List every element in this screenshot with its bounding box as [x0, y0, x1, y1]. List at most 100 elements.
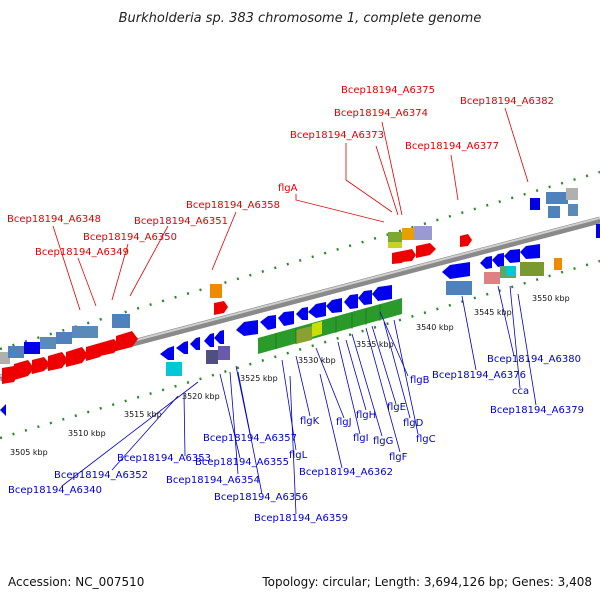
gene-glyph[interactable]: [530, 198, 540, 210]
gene-arrow[interactable]: [204, 333, 214, 347]
gene-label[interactable]: Bcep18194_A6373: [290, 130, 384, 141]
gene-arrow[interactable]: [308, 302, 326, 318]
gene-label[interactable]: flgL: [289, 450, 308, 461]
gene-label[interactable]: Bcep18194_A6356: [214, 492, 308, 503]
gene-label[interactable]: flgD: [403, 418, 424, 429]
gene-glyph[interactable]: [520, 262, 544, 276]
gene-arrow[interactable]: [190, 337, 200, 350]
gene-label[interactable]: flgJ: [336, 417, 352, 428]
gene-arrow[interactable]: [460, 234, 472, 247]
gene-glyph[interactable]: [484, 272, 500, 284]
gene-label[interactable]: Bcep18194_A6353: [117, 453, 211, 464]
gene-arrow[interactable]: [48, 352, 68, 371]
gene-glyph[interactable]: [0, 352, 10, 364]
gene-label[interactable]: Bcep18194_A6380: [487, 354, 581, 365]
gene-glyph[interactable]: [546, 192, 568, 204]
gene-arrow[interactable]: [100, 339, 120, 356]
gene-arrow[interactable]: [492, 253, 504, 267]
gene-glyph[interactable]: [402, 228, 414, 240]
red-arrows[interactable]: [2, 234, 472, 384]
gene-label[interactable]: flgI: [353, 433, 369, 444]
gene-label[interactable]: Bcep18194_A6351: [134, 216, 228, 227]
gene-label[interactable]: Bcep18194_A6355: [195, 457, 289, 468]
gene-arrow[interactable]: [504, 249, 520, 263]
accession-text: Accession: NC_007510: [8, 575, 144, 589]
gene-arrow[interactable]: [260, 315, 276, 330]
gene-glyph[interactable]: [312, 321, 322, 337]
gene-glyph[interactable]: [72, 326, 98, 338]
gene-label[interactable]: flgB: [410, 375, 430, 386]
gene-glyph[interactable]: [446, 281, 472, 295]
gene-glyph[interactable]: [24, 342, 40, 354]
gene-arrow[interactable]: [358, 290, 372, 305]
gene-glyph[interactable]: [388, 242, 402, 248]
gene-glyph[interactable]: [296, 326, 312, 344]
gene-glyph[interactable]: [40, 337, 56, 349]
gene-arrow[interactable]: [14, 360, 34, 380]
gene-arrow[interactable]: [416, 243, 436, 258]
gene-arrow[interactable]: [32, 357, 50, 374]
scale-label: 3545 kbp: [474, 308, 512, 317]
gene-arrow[interactable]: [402, 249, 416, 262]
gene-arrow[interactable]: [0, 404, 6, 416]
gene-arrow[interactable]: [116, 331, 138, 351]
gene-glyph[interactable]: [210, 284, 222, 298]
gene-label[interactable]: Bcep18194_A6377: [405, 141, 499, 152]
gene-glyph[interactable]: [206, 350, 218, 364]
gene-label[interactable]: Bcep18194_A6359: [254, 513, 348, 524]
gene-arrow[interactable]: [214, 330, 224, 344]
gene-label[interactable]: flgH: [356, 410, 376, 421]
gene-label[interactable]: Bcep18194_A6362: [299, 467, 393, 478]
gene-glyph[interactable]: [414, 226, 432, 240]
gene-label[interactable]: Bcep18194_A6349: [35, 247, 129, 258]
gene-glyph[interactable]: [218, 346, 230, 360]
gene-glyph[interactable]: [554, 258, 562, 270]
gene-arrow[interactable]: [372, 285, 392, 301]
gene-glyph[interactable]: [112, 314, 130, 328]
gene-arrow[interactable]: [344, 294, 358, 309]
gene-glyph[interactable]: [8, 346, 24, 358]
gene-glyph[interactable]: [566, 188, 578, 200]
gene-label[interactable]: flgA: [278, 183, 298, 194]
gene-arrow[interactable]: [176, 341, 188, 354]
gene-arrow[interactable]: [278, 311, 294, 326]
gene-glyph[interactable]: [596, 224, 600, 238]
gene-glyph[interactable]: [166, 362, 182, 376]
gene-label[interactable]: flgG: [373, 436, 393, 447]
gene-arrow[interactable]: [160, 346, 174, 360]
gene-label[interactable]: Bcep18194_A6348: [7, 214, 101, 225]
gene-label[interactable]: Bcep18194_A6379: [490, 405, 584, 416]
genes-reverse[interactable]: [166, 258, 562, 376]
gene-glyph[interactable]: [56, 332, 72, 344]
gene-label[interactable]: Bcep18194_A6350: [83, 232, 177, 243]
genes-forward[interactable]: [0, 188, 600, 364]
gene-glyph[interactable]: [388, 232, 402, 244]
blue-arrows[interactable]: [0, 244, 540, 416]
gene-arrow[interactable]: [214, 301, 228, 315]
gene-label[interactable]: Bcep18194_A6382: [460, 96, 554, 107]
gene-label[interactable]: Bcep18194_A6375: [341, 85, 435, 96]
gene-label[interactable]: flgC: [416, 434, 436, 445]
gene-arrow[interactable]: [480, 256, 492, 269]
gene-arrow[interactable]: [442, 262, 470, 279]
gene-label[interactable]: flgK: [300, 416, 320, 427]
gene-label[interactable]: Bcep18194_A6374: [334, 108, 428, 119]
gene-arrow[interactable]: [236, 320, 258, 336]
gene-label[interactable]: Bcep18194_A6358: [186, 200, 280, 211]
gene-label[interactable]: flgE: [387, 402, 406, 413]
gene-arrow[interactable]: [66, 347, 88, 367]
gene-arrow[interactable]: [326, 298, 342, 313]
gene-label[interactable]: Bcep18194_A6376: [432, 370, 526, 381]
gene-label[interactable]: Bcep18194_A6352: [54, 470, 148, 481]
gene-arrow[interactable]: [520, 244, 540, 259]
gene-label[interactable]: flgF: [389, 452, 408, 463]
gene-label[interactable]: Bcep18194_A6340: [8, 485, 102, 496]
gene-glyph[interactable]: [506, 266, 516, 276]
gene-glyph[interactable]: [568, 204, 578, 216]
gene-glyph[interactable]: [548, 206, 560, 218]
gene-label[interactable]: cca: [512, 386, 529, 397]
gene-arrow[interactable]: [296, 307, 308, 320]
gene-label[interactable]: Bcep18194_A6357: [203, 433, 297, 444]
gene-label[interactable]: Bcep18194_A6354: [166, 475, 260, 486]
